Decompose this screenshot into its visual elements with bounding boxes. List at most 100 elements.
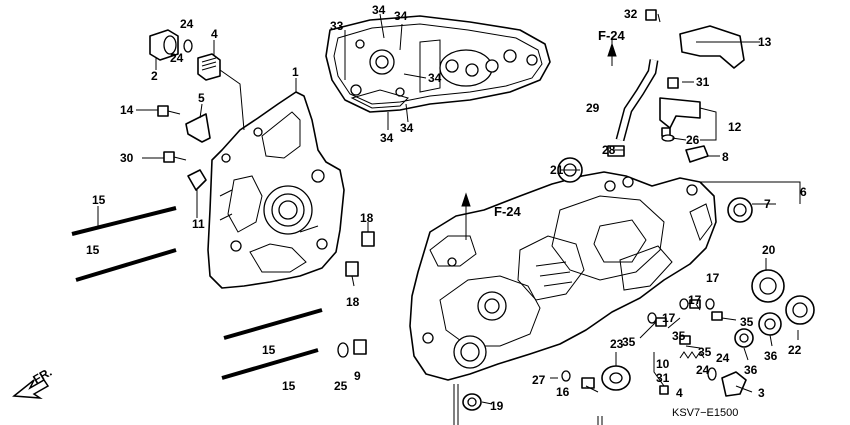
- left-crankcase: [207, 91, 345, 289]
- callout-9: 9: [354, 369, 361, 383]
- bolt-31-bottom: [659, 385, 669, 395]
- callout-24-a: 24: [180, 17, 194, 31]
- callout-2: 2: [151, 69, 158, 83]
- callout-24-d: 24: [696, 363, 710, 377]
- callout-36-a: 36: [764, 349, 778, 363]
- front-arrow: FR.: [12, 365, 55, 399]
- callout-26: 26: [686, 133, 700, 147]
- washer-25: [337, 342, 349, 358]
- cover-13: [679, 25, 745, 69]
- crankcase-gasket: [325, 15, 551, 113]
- bolt-35-d: [679, 335, 691, 345]
- washer-27: [561, 370, 571, 382]
- callout-3: 3: [758, 386, 765, 400]
- callout-23: 23: [610, 337, 624, 351]
- part-5-bracket: [185, 113, 211, 143]
- cap-3: [721, 371, 747, 397]
- callout-36-b: 36: [744, 363, 758, 377]
- seal-23: [601, 365, 631, 391]
- callout-18-b: 18: [346, 295, 360, 309]
- collar-9: [353, 339, 367, 355]
- bearing-36-a: [758, 312, 782, 336]
- callout-8: 8: [722, 150, 729, 164]
- part-4-plug: [197, 53, 221, 81]
- washer-17-c: [647, 312, 657, 324]
- washer-17-a: [705, 298, 715, 310]
- callout-25: 25: [334, 379, 348, 393]
- sensor-12: [659, 97, 701, 137]
- callout-34-e: 34: [400, 121, 414, 135]
- washer-24-top: [183, 39, 193, 53]
- callout-35-a: 35: [740, 315, 754, 329]
- front-label: FR.: [31, 365, 55, 387]
- part-14-bolt: [157, 105, 181, 117]
- callout-34-d: 34: [380, 131, 394, 145]
- callout-35-c: 35: [672, 329, 686, 343]
- callout-35-d: 35: [698, 345, 712, 359]
- dowel-18-a: [361, 231, 375, 247]
- callout-13: 13: [758, 35, 772, 49]
- part-30-bolt: [163, 151, 187, 163]
- washer-24-bottom: [707, 367, 717, 381]
- callout-34-c: 34: [428, 71, 442, 85]
- clip-8: [685, 145, 709, 163]
- callout-7: 7: [764, 197, 771, 211]
- callout-10: 10: [656, 357, 670, 371]
- callout-24-b: 24: [170, 51, 184, 65]
- callout-31-a: 31: [696, 75, 710, 89]
- callout-27: 27: [532, 373, 546, 387]
- part-11-clip: [187, 169, 207, 191]
- clip-28: [607, 145, 625, 157]
- bolt-35-b: [689, 299, 701, 309]
- callout-14: 14: [120, 103, 134, 117]
- breather-hose-29: [617, 59, 657, 141]
- callout-30: 30: [120, 151, 134, 165]
- leader-lines: [97, 13, 801, 425]
- callout-20: 20: [762, 243, 776, 257]
- callout-15-d: 15: [282, 379, 296, 393]
- seal-22: [785, 295, 815, 325]
- callout-15-a: 15: [92, 193, 106, 207]
- callout-17-a: 17: [706, 271, 720, 285]
- callout-labels: 1 2 3 4 4 5 6 7 8 9 10 11 12 13 14 15 15…: [86, 3, 807, 413]
- stud-bolts-15: [71, 206, 323, 380]
- callout-6: 6: [800, 185, 807, 199]
- callout-15-b: 15: [86, 243, 100, 257]
- callout-5: 5: [198, 91, 205, 105]
- callout-11: 11: [192, 217, 205, 231]
- bearing-20: [751, 269, 785, 303]
- right-crankcase: [409, 171, 717, 381]
- callout-24-c: 24: [716, 351, 730, 365]
- part-2-cap: [149, 29, 179, 61]
- callout-32: 32: [624, 7, 638, 21]
- callout-4-top: 4: [211, 27, 218, 41]
- bolt-16: [581, 377, 595, 389]
- dowel-18-b: [345, 261, 359, 277]
- seal-19: [462, 393, 482, 411]
- callout-34-a: 34: [372, 3, 386, 17]
- callout-21: 21: [550, 163, 564, 177]
- callout-1: 1: [292, 65, 299, 79]
- f24-top-arrow: [607, 42, 617, 57]
- bolt-35-c: [711, 311, 723, 321]
- callout-22: 22: [788, 343, 802, 357]
- callout-29: 29: [586, 101, 600, 115]
- callout-15-c: 15: [262, 343, 276, 357]
- washer-17-b: [679, 298, 689, 310]
- callout-33: 33: [330, 19, 344, 33]
- callout-17-b: 17: [688, 293, 702, 307]
- callout-18-a: 18: [360, 211, 374, 225]
- callout-31-b: 31: [656, 371, 670, 385]
- callout-28: 28: [602, 143, 616, 157]
- dowel-7: [727, 197, 753, 223]
- callout-34-b: 34: [394, 9, 408, 23]
- ref-f24-top: F-24: [598, 28, 626, 43]
- bearing-36-b: [734, 328, 754, 348]
- ref-f24-case: F-24: [494, 204, 522, 219]
- callout-17-c: 17: [662, 311, 676, 325]
- callout-19: 19: [490, 399, 504, 413]
- bolt-32: [645, 9, 657, 21]
- f24-case-arrow: [461, 192, 471, 207]
